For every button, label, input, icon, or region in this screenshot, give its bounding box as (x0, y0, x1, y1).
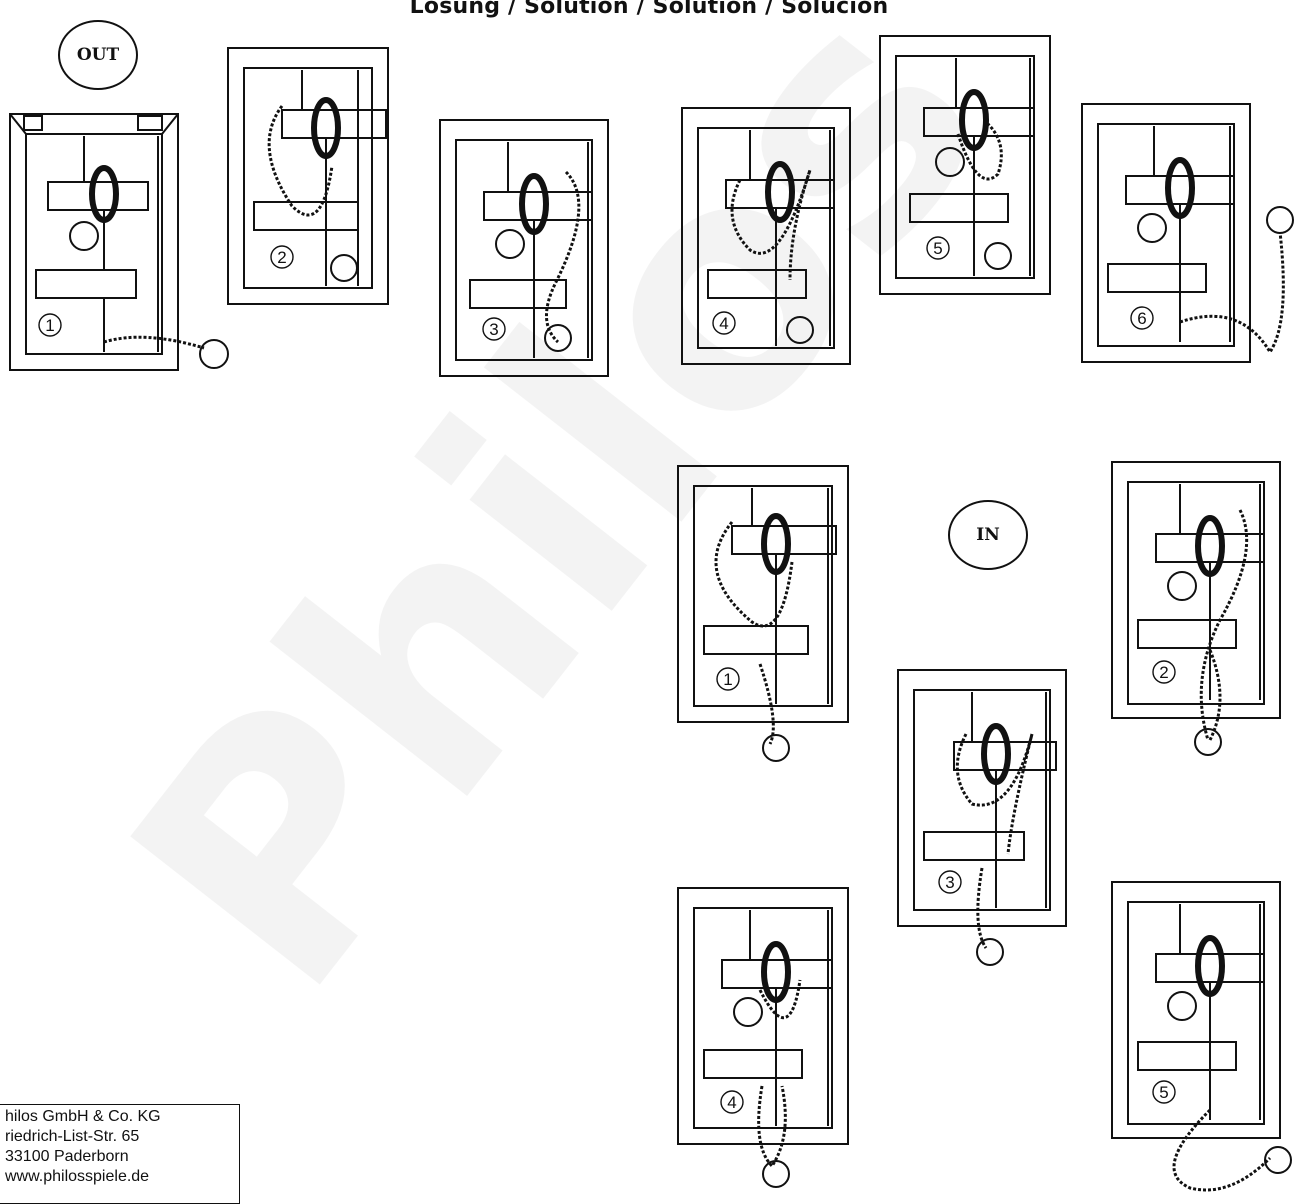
svg-text:1: 1 (45, 316, 54, 335)
out-step-4-illustration: 4 (680, 106, 855, 368)
svg-text:2: 2 (1159, 663, 1168, 682)
out-badge: OUT (58, 20, 138, 90)
out-step-1-illustration: 1 (8, 112, 183, 374)
frame (10, 114, 228, 370)
svg-text:5: 5 (933, 239, 942, 258)
out-step-5-illustration: 5 (878, 34, 1053, 296)
in-step-2-illustration: 2 (1110, 460, 1285, 760)
in-step-4-illustration: 4 (676, 886, 856, 1198)
svg-text:3: 3 (945, 873, 954, 892)
address-line-street: riedrich-List-Str. 65 (5, 1127, 239, 1147)
svg-text:5: 5 (1159, 1083, 1168, 1102)
out-step-3-illustration: 3 (438, 118, 613, 380)
out-step-2-illustration: 2 (226, 46, 401, 308)
svg-text:1: 1 (723, 670, 732, 689)
address-line-city: 33100 Paderborn (5, 1147, 239, 1167)
svg-text:3: 3 (489, 320, 498, 339)
svg-text:4: 4 (727, 1093, 736, 1112)
in-badge: IN (948, 500, 1028, 570)
page-title: Lösung / Solution / Solution / Solución (0, 0, 1298, 20)
address-line-website[interactable]: www.philosspiele.de (5, 1167, 239, 1187)
step-label: 1 (39, 314, 61, 336)
svg-text:6: 6 (1137, 309, 1146, 328)
in-step-1-illustration: 1 (676, 464, 856, 764)
svg-text:2: 2 (277, 248, 286, 267)
company-address-box: hilos GmbH & Co. KG riedrich-List-Str. 6… (0, 1104, 240, 1204)
svg-text:4: 4 (719, 314, 728, 333)
in-step-5-illustration: 5 (1110, 880, 1296, 1200)
address-line-company: hilos GmbH & Co. KG (5, 1107, 239, 1127)
out-step-6-illustration: 6 (1080, 102, 1298, 372)
in-step-3-illustration: 3 (896, 668, 1071, 968)
